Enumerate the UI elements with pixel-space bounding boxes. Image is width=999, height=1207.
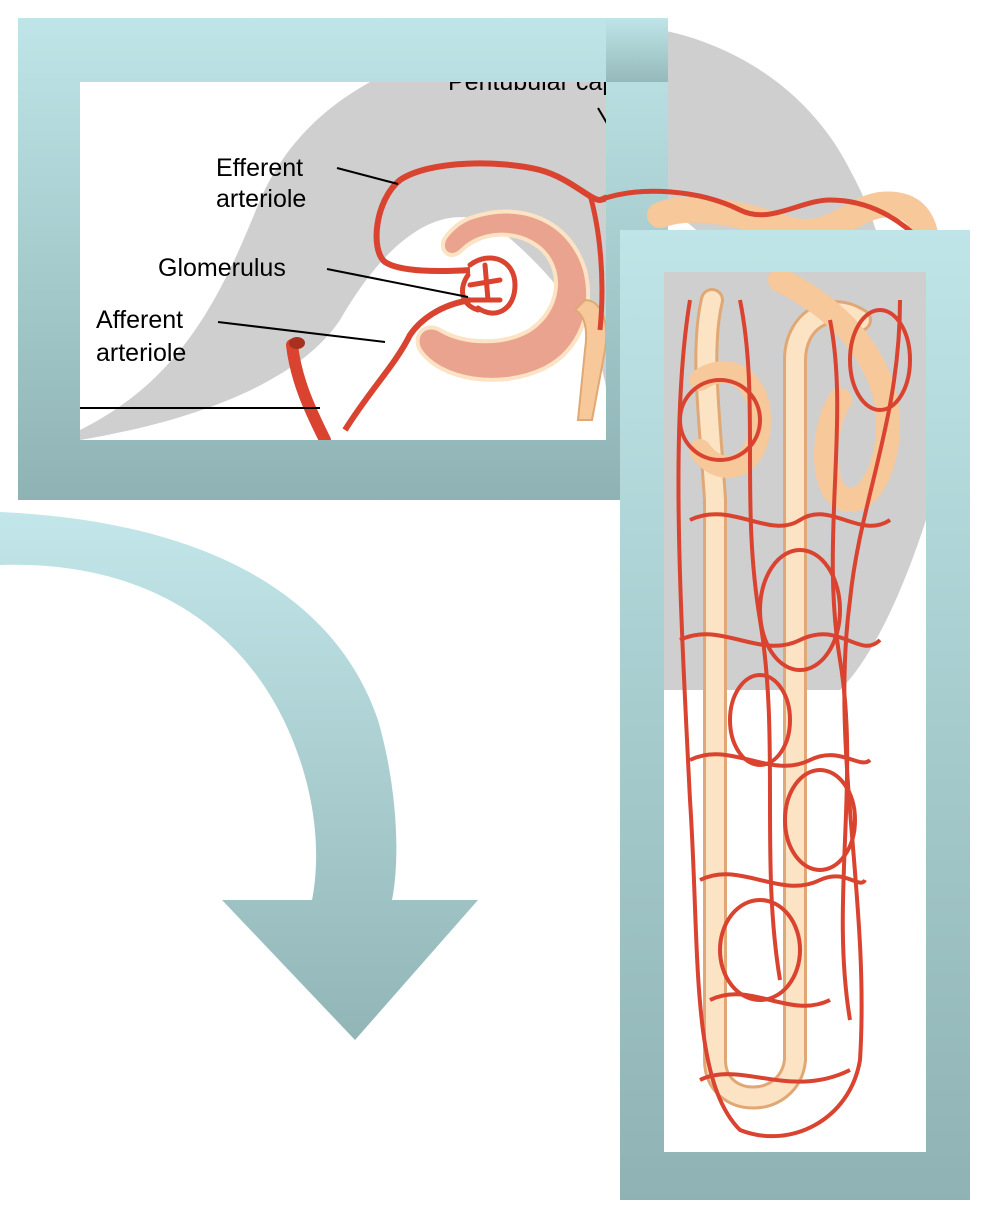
label-glomerulus: Glomerulus xyxy=(158,254,286,282)
label-afferent-line1: Afferent xyxy=(96,306,183,334)
label-efferent-line1: Efferent xyxy=(216,154,303,182)
loop-of-henle-panel xyxy=(620,230,970,1200)
label-afferent-line2: arteriole xyxy=(96,339,186,367)
curved-arrow xyxy=(0,512,478,1040)
glomerulus-detail-panel: Peritubular capillaries Efferent arterio… xyxy=(18,18,700,500)
label-efferent-line2: arteriole xyxy=(216,185,306,213)
